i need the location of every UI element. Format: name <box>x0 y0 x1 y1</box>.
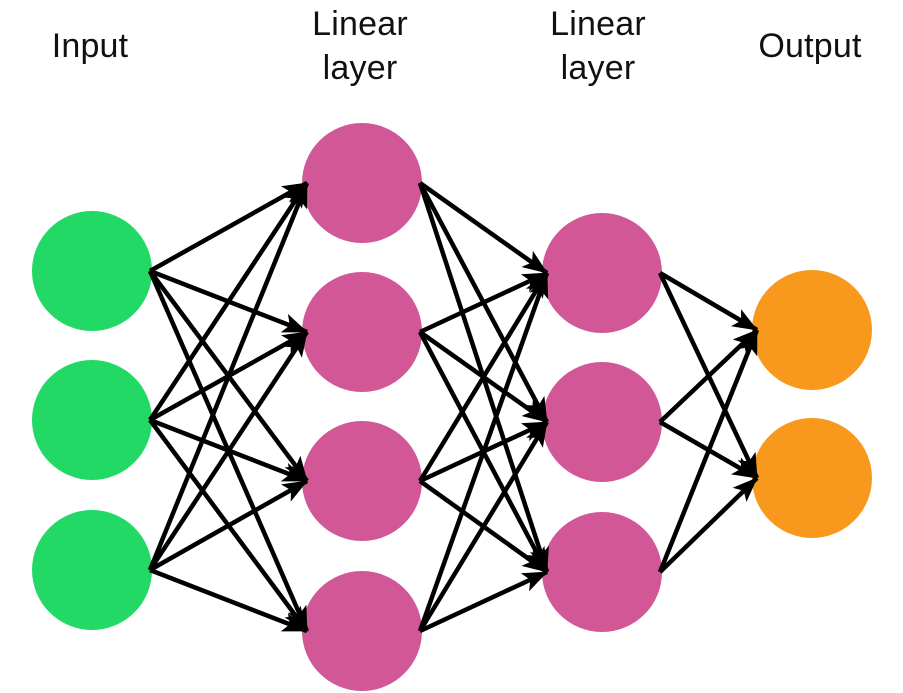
output-node-1 <box>752 270 872 390</box>
edges-layer <box>147 181 760 634</box>
edge-hidden2-3-to-output-2 <box>658 476 759 574</box>
input-node-1 <box>32 211 152 331</box>
input-node-2 <box>32 360 152 480</box>
hidden2-node-1 <box>542 213 662 333</box>
hidden1-node-1 <box>302 123 422 243</box>
layer-label-linear-1: Linear layer <box>312 5 408 87</box>
edge-input-3-to-hidden1-4 <box>149 567 308 634</box>
hidden1-node-4 <box>302 571 422 691</box>
edge-input-3-to-hidden1-3 <box>148 479 309 572</box>
layer-label-input: Input <box>51 27 129 65</box>
edge-input-2-to-hidden1-1 <box>148 181 309 422</box>
hidden2-node-2 <box>542 362 662 482</box>
layer-label-output: Output <box>758 27 862 65</box>
edge-input-3-to-hidden1-2 <box>148 330 309 572</box>
nodes-layer <box>32 123 872 691</box>
edge-hidden2-2-to-output-1 <box>658 328 759 424</box>
output-node-2 <box>752 418 872 538</box>
input-node-3 <box>32 510 152 630</box>
edge-hidden1-2-to-hidden2-1 <box>419 270 548 335</box>
edge-input-1-to-hidden1-1 <box>148 181 309 273</box>
edge-input-3-to-hidden1-1 <box>147 182 310 571</box>
edge-hidden1-4-to-hidden2-3 <box>419 569 548 634</box>
hidden2-node-3 <box>542 512 662 632</box>
edge-hidden2-1-to-output-1 <box>658 271 759 332</box>
hidden1-node-2 <box>302 272 422 392</box>
edge-hidden2-3-to-output-1 <box>657 329 760 573</box>
layer-label-linear-2: Linear layer <box>550 5 646 87</box>
edge-hidden1-3-to-hidden2-1 <box>418 271 549 483</box>
edge-hidden1-4-to-hidden2-2 <box>418 420 549 633</box>
edge-hidden1-1-to-hidden2-1 <box>418 181 549 275</box>
hidden1-node-3 <box>302 421 422 541</box>
edge-hidden1-4-to-hidden2-1 <box>417 272 550 632</box>
